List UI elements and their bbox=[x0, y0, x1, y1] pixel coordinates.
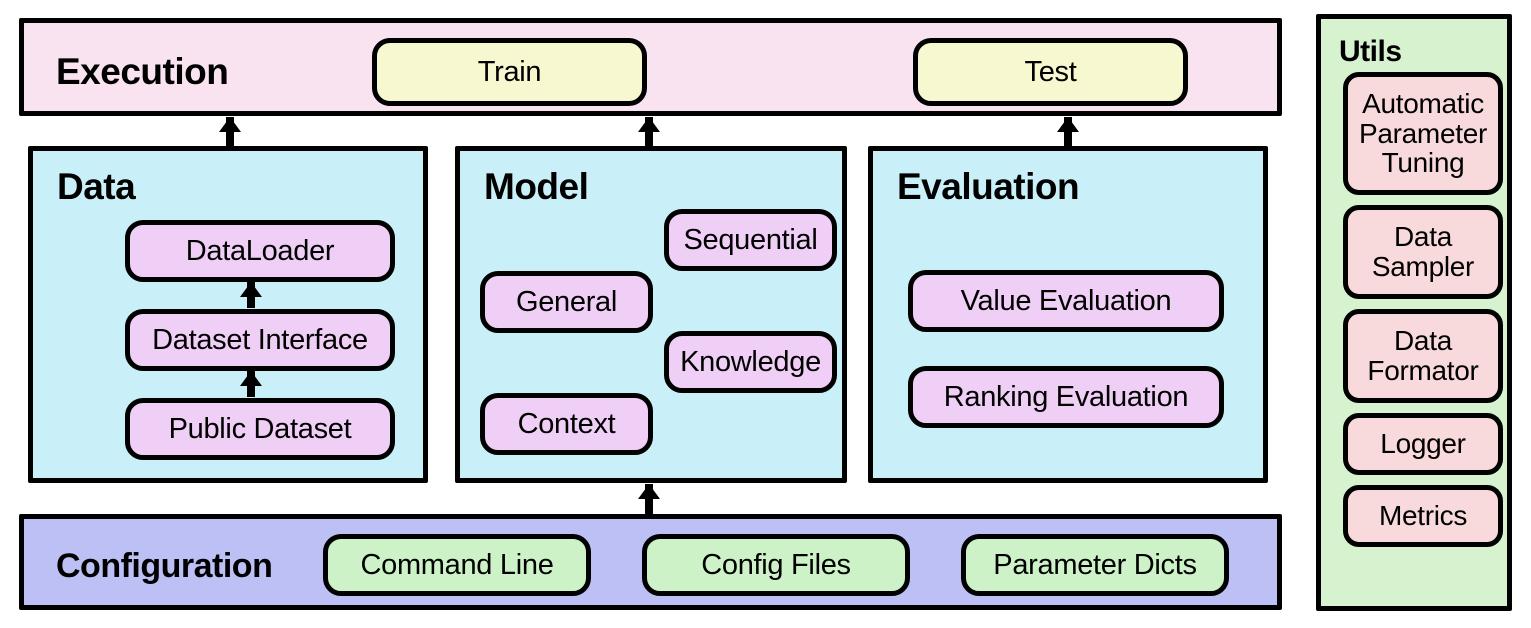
model-node-knowledge[interactable]: Knowledge bbox=[664, 331, 837, 393]
configuration-panel-title: Configuration bbox=[56, 547, 273, 585]
evaluation-node-value-evaluation[interactable]: Value Evaluation bbox=[908, 270, 1224, 332]
evaluation-panel-title: Evaluation bbox=[897, 166, 1080, 207]
data-panel-title: Data bbox=[57, 166, 136, 207]
utils-node-metrics[interactable]: Metrics bbox=[1343, 485, 1503, 547]
model-panel-title: Model bbox=[484, 166, 589, 207]
data-node-dataloader[interactable]: DataLoader bbox=[125, 220, 395, 282]
model-node-sequential[interactable]: Sequential bbox=[664, 209, 837, 271]
execution-node-train[interactable]: Train bbox=[372, 38, 647, 106]
utils-node-data-sampler[interactable]: Data Sampler bbox=[1343, 205, 1503, 299]
data-node-public-dataset[interactable]: Public Dataset bbox=[125, 398, 395, 460]
model-panel: Model Sequential General Knowledge Conte… bbox=[455, 146, 847, 483]
configuration-node-command-line[interactable]: Command Line bbox=[323, 534, 591, 596]
data-panel: Data DataLoader Dataset Interface Public… bbox=[28, 146, 428, 483]
execution-node-test[interactable]: Test bbox=[913, 38, 1188, 106]
arrow-configuration-to-model bbox=[637, 484, 661, 514]
configuration-node-config-files[interactable]: Config Files bbox=[642, 534, 910, 596]
arrow-model-to-execution bbox=[637, 117, 661, 147]
data-node-dataset-interface[interactable]: Dataset Interface bbox=[125, 309, 395, 371]
utils-panel: Utils Automatic Parameter Tuning Data Sa… bbox=[1316, 14, 1512, 611]
arrow-dataset-interface-to-dataloader bbox=[239, 282, 263, 308]
utils-node-automatic-parameter-tuning[interactable]: Automatic Parameter Tuning bbox=[1343, 72, 1503, 195]
configuration-node-parameter-dicts[interactable]: Parameter Dicts bbox=[961, 534, 1229, 596]
utils-panel-title: Utils bbox=[1339, 35, 1402, 68]
model-node-general[interactable]: General bbox=[480, 271, 653, 333]
arrow-public-dataset-to-dataset-interface bbox=[239, 371, 263, 397]
evaluation-panel: Evaluation Value Evaluation Ranking Eval… bbox=[868, 146, 1268, 483]
evaluation-node-ranking-evaluation[interactable]: Ranking Evaluation bbox=[908, 366, 1224, 428]
arrow-data-to-execution bbox=[218, 117, 242, 147]
utils-node-logger[interactable]: Logger bbox=[1343, 413, 1503, 475]
arrow-evaluation-to-execution bbox=[1056, 117, 1080, 147]
execution-panel: Execution Train Test bbox=[19, 18, 1282, 116]
utils-node-data-formator[interactable]: Data Formator bbox=[1343, 309, 1503, 403]
execution-panel-title: Execution bbox=[56, 51, 229, 92]
model-node-context[interactable]: Context bbox=[480, 393, 653, 455]
configuration-panel: Configuration Command Line Config Files … bbox=[19, 514, 1282, 610]
